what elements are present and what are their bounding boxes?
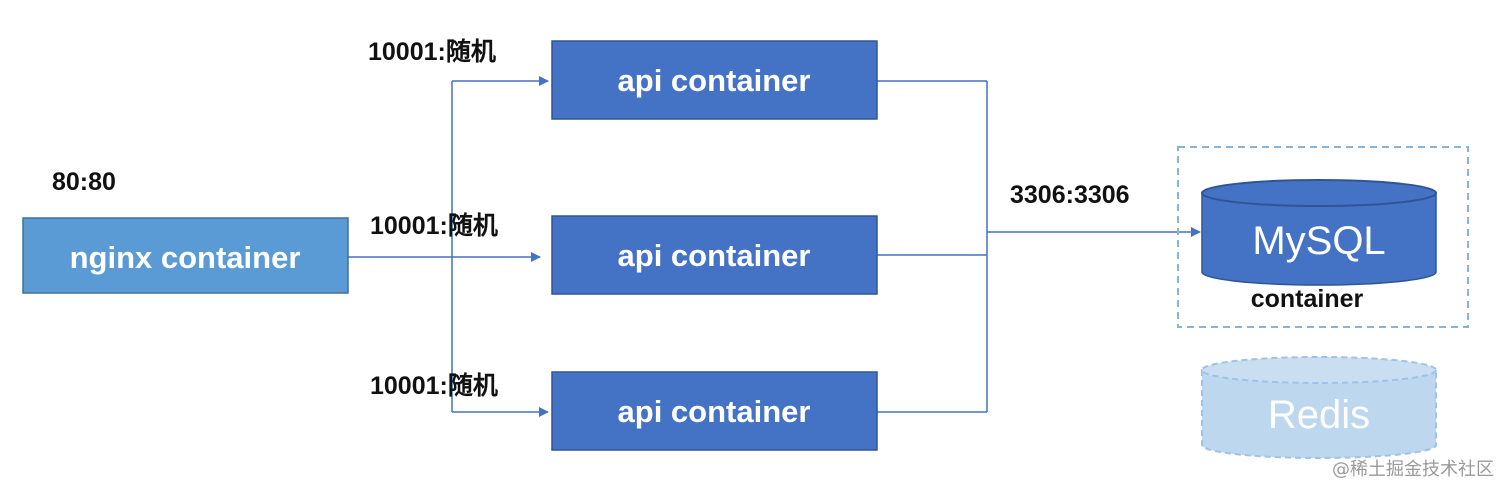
api-port-label: 10001:随机: [368, 37, 496, 66]
api-container-label: api container: [618, 63, 811, 98]
mysql-database-icon: MySQL: [1201, 179, 1437, 286]
watermark-text: @稀土掘金技术社区: [1332, 459, 1494, 480]
connectors: [348, 76, 1201, 417]
api-container-label: api container: [618, 394, 811, 429]
nginx-container-node: nginx container: [22, 217, 349, 294]
api-container-label: api container: [618, 238, 811, 273]
mysql-port-label: 3306:3306: [1010, 181, 1130, 209]
mysql-label: MySQL: [1252, 219, 1385, 263]
redis-label: Redis: [1268, 393, 1370, 437]
mysql-container-border: [1177, 146, 1469, 328]
nginx-port-label: 80:80: [52, 168, 116, 196]
api-container-node: api container: [551, 40, 878, 120]
mysql-container-label: container: [1251, 285, 1364, 313]
api-container-node: api container: [551, 215, 878, 295]
api-port-label: 10001:随机: [370, 211, 498, 240]
api-container-node: api container: [551, 371, 878, 451]
nginx-container-label: nginx container: [70, 240, 301, 275]
redis-database-icon: Redis: [1201, 356, 1437, 459]
api-port-label: 10001:随机: [370, 371, 498, 400]
